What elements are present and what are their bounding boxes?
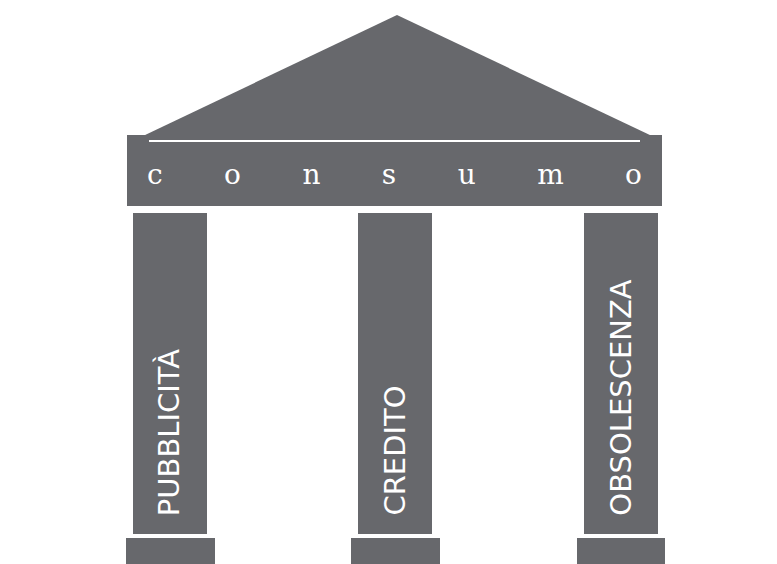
architrave-band: consumo [127, 135, 662, 206]
beam-label: consumo [147, 161, 703, 189]
column-label: PUBBLICITÀ [156, 349, 185, 516]
column: PUBBLICITÀ [133, 213, 207, 534]
column: CREDITO [358, 213, 432, 534]
beam-highlight [149, 140, 640, 142]
column-base [351, 538, 440, 564]
pediment [143, 15, 652, 136]
column-base [577, 538, 665, 564]
column: OBSOLESCENZA [584, 213, 658, 534]
column-base [126, 538, 215, 564]
column-label: OBSOLESCENZA [607, 280, 636, 516]
column-label: CREDITO [381, 386, 410, 516]
